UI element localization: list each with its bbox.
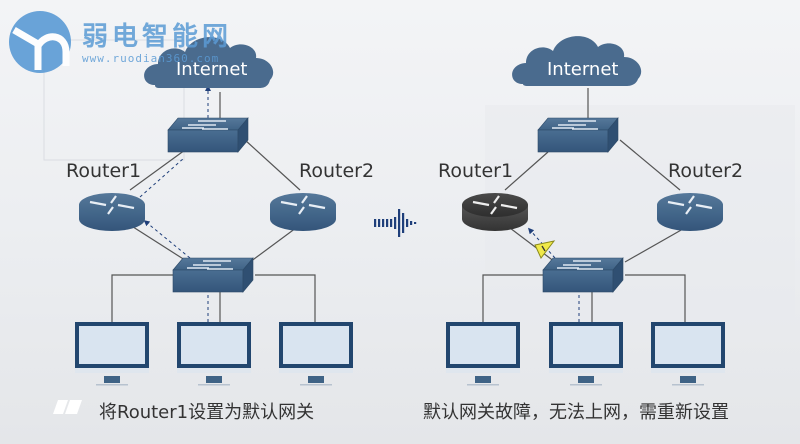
- highlight-panel: [485, 105, 795, 335]
- left-diagram: [43, 37, 353, 414]
- brand-logo-icon: [9, 11, 71, 73]
- links: [111, 92, 316, 322]
- link-lan-pc3: [625, 274, 686, 322]
- router1: [79, 193, 145, 231]
- lan-switch: [172, 257, 254, 293]
- pc-3: [651, 322, 725, 386]
- left-router2-label: Router2: [299, 160, 375, 182]
- internet-cloud: [512, 36, 642, 86]
- path-router1-switch: [139, 157, 185, 198]
- watermark-frame: [43, 39, 185, 161]
- link-switch-router2: [619, 139, 681, 191]
- core-switch: [537, 117, 619, 153]
- links: [482, 88, 691, 322]
- link-router2-lanswitch: [624, 224, 691, 263]
- internet-cloud: [144, 37, 274, 88]
- router2: [270, 193, 336, 231]
- pc-1: [75, 322, 149, 386]
- link-lan-pc3: [255, 274, 316, 322]
- link-switch-router1: [129, 149, 186, 191]
- link-router1-lanswitch: [129, 224, 189, 263]
- signal-wave-icon: [374, 209, 417, 237]
- pc-3: [279, 322, 353, 386]
- watermark-title: 弱电智能网: [82, 22, 233, 52]
- link-lan-pc1: [111, 274, 175, 322]
- right-caption: 默认网关故障，无法上网，需重新设置: [423, 402, 729, 423]
- right-router2-label: Router2: [668, 160, 744, 182]
- pc-1: [446, 322, 520, 386]
- warning-icon: [534, 240, 556, 259]
- link-router1-lanswitch: [509, 227, 556, 263]
- left-caption: 将Router1设置为默认网关: [99, 402, 315, 423]
- slash-bars-icon: [53, 400, 82, 414]
- pc-2: [549, 322, 623, 386]
- right-diagram: [446, 36, 795, 386]
- left-internet-label: Internet: [176, 59, 248, 80]
- watermark-url: www.ruodian360.com: [82, 52, 220, 65]
- link-lan-pc1: [482, 274, 545, 322]
- right-router1-label: Router1: [438, 160, 514, 182]
- pc-2: [177, 322, 251, 386]
- core-switch: [167, 117, 249, 153]
- left-router1-label: Router1: [66, 160, 142, 182]
- link-switch-router2: [244, 139, 301, 191]
- router1-failed: [462, 193, 528, 231]
- link-router2-lanswitch: [249, 224, 301, 263]
- router2: [657, 193, 723, 231]
- link-switch-router1: [504, 151, 549, 191]
- lan-switch: [542, 257, 624, 293]
- right-internet-label: Internet: [547, 59, 619, 80]
- traffic-path: [139, 85, 211, 322]
